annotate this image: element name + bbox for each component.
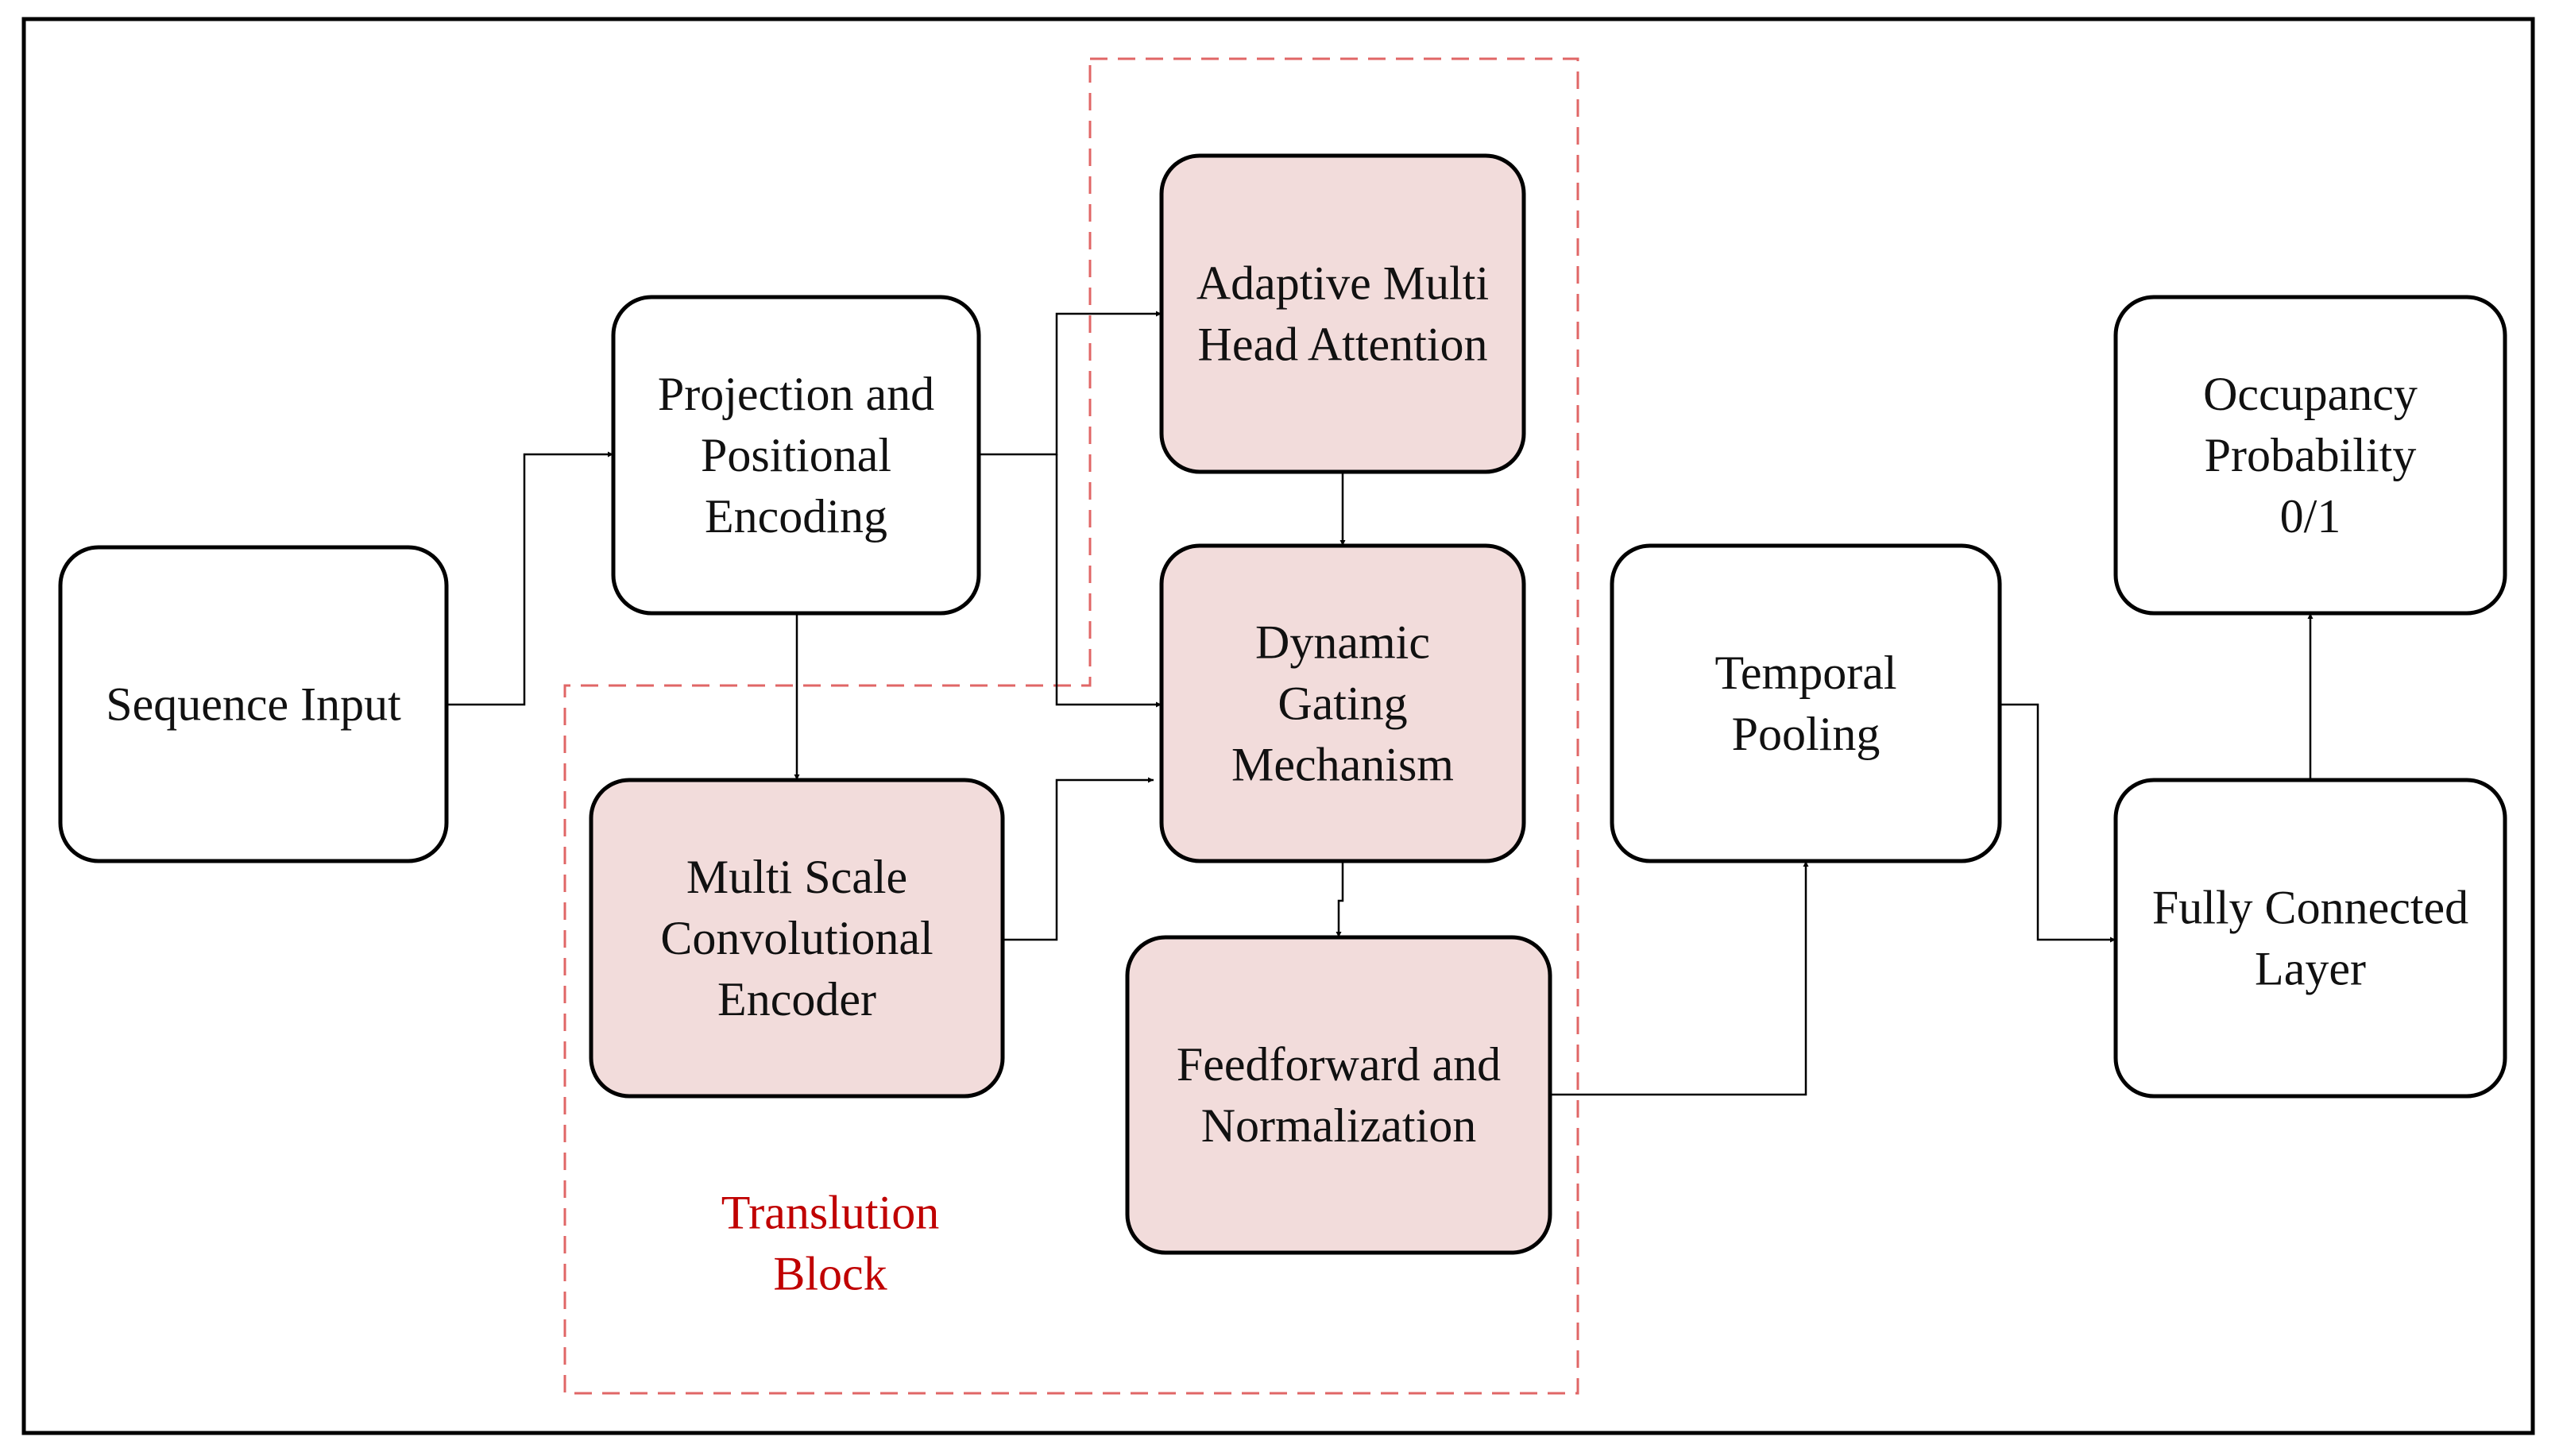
connectors [446,311,2314,1096]
node-label-line: Probability [2205,429,2417,481]
edge-pooling-to-fully-connected [2000,703,2116,943]
edge-projection-to-attention [979,311,1162,456]
node-label-line: Mechanism [1231,739,1454,791]
node-label-line: Projection and [658,368,934,420]
group-label-line: Translution [721,1187,940,1239]
edge-conv-to-gating [1003,777,1154,941]
node-box [1159,153,1526,474]
node-box [58,545,449,863]
edge-projection-to-gating [1055,454,1162,708]
node-label-line: Encoding [705,490,887,543]
node-label-line: Gating [1278,678,1407,730]
node-label-line: Convolutional [660,912,933,964]
nodes: Sequence Input Projection andPositionalEn… [58,153,2507,1255]
edge-input-to-projection [446,451,613,706]
node-sequence-input: Sequence Input [58,545,449,863]
node-label-line: Sequence Input [106,678,401,731]
node-label-line: Feedforward and [1177,1038,1501,1091]
node-label-line: Head Attention [1198,319,1488,371]
outer-frame [21,17,2535,1435]
node-label-line: Dynamic [1255,616,1430,669]
node-box [1159,543,1526,863]
node-label-line: Adaptive Multi [1196,257,1489,310]
edge-feedforward-to-pooling [1550,861,1809,1096]
node-label-line: Fully Connected [2152,882,2468,934]
node-label-line: Normalization [1201,1099,1477,1152]
translution-block-outline [563,57,1579,1395]
node-box [2113,295,2507,616]
node-label-line: Layer [2255,943,2366,995]
node-label-line: Encoder [717,973,876,1025]
node-box [611,295,981,616]
node-label-line: Occupancy [2203,368,2418,420]
edge-gating-to-feedforward [1336,861,1344,937]
node-box [1610,543,2002,863]
node-box [1125,935,1552,1255]
node-box [2113,778,2507,1099]
node-label-line: 0/1 [2280,490,2341,543]
node-label-line: Temporal [1714,647,1896,699]
node-box [589,778,1005,1099]
group-label-line: Block [773,1248,887,1300]
node-label-line: Positional [701,429,891,481]
node-label-line: Multi Scale [686,851,907,903]
node-label-line: Pooling [1732,708,1881,760]
